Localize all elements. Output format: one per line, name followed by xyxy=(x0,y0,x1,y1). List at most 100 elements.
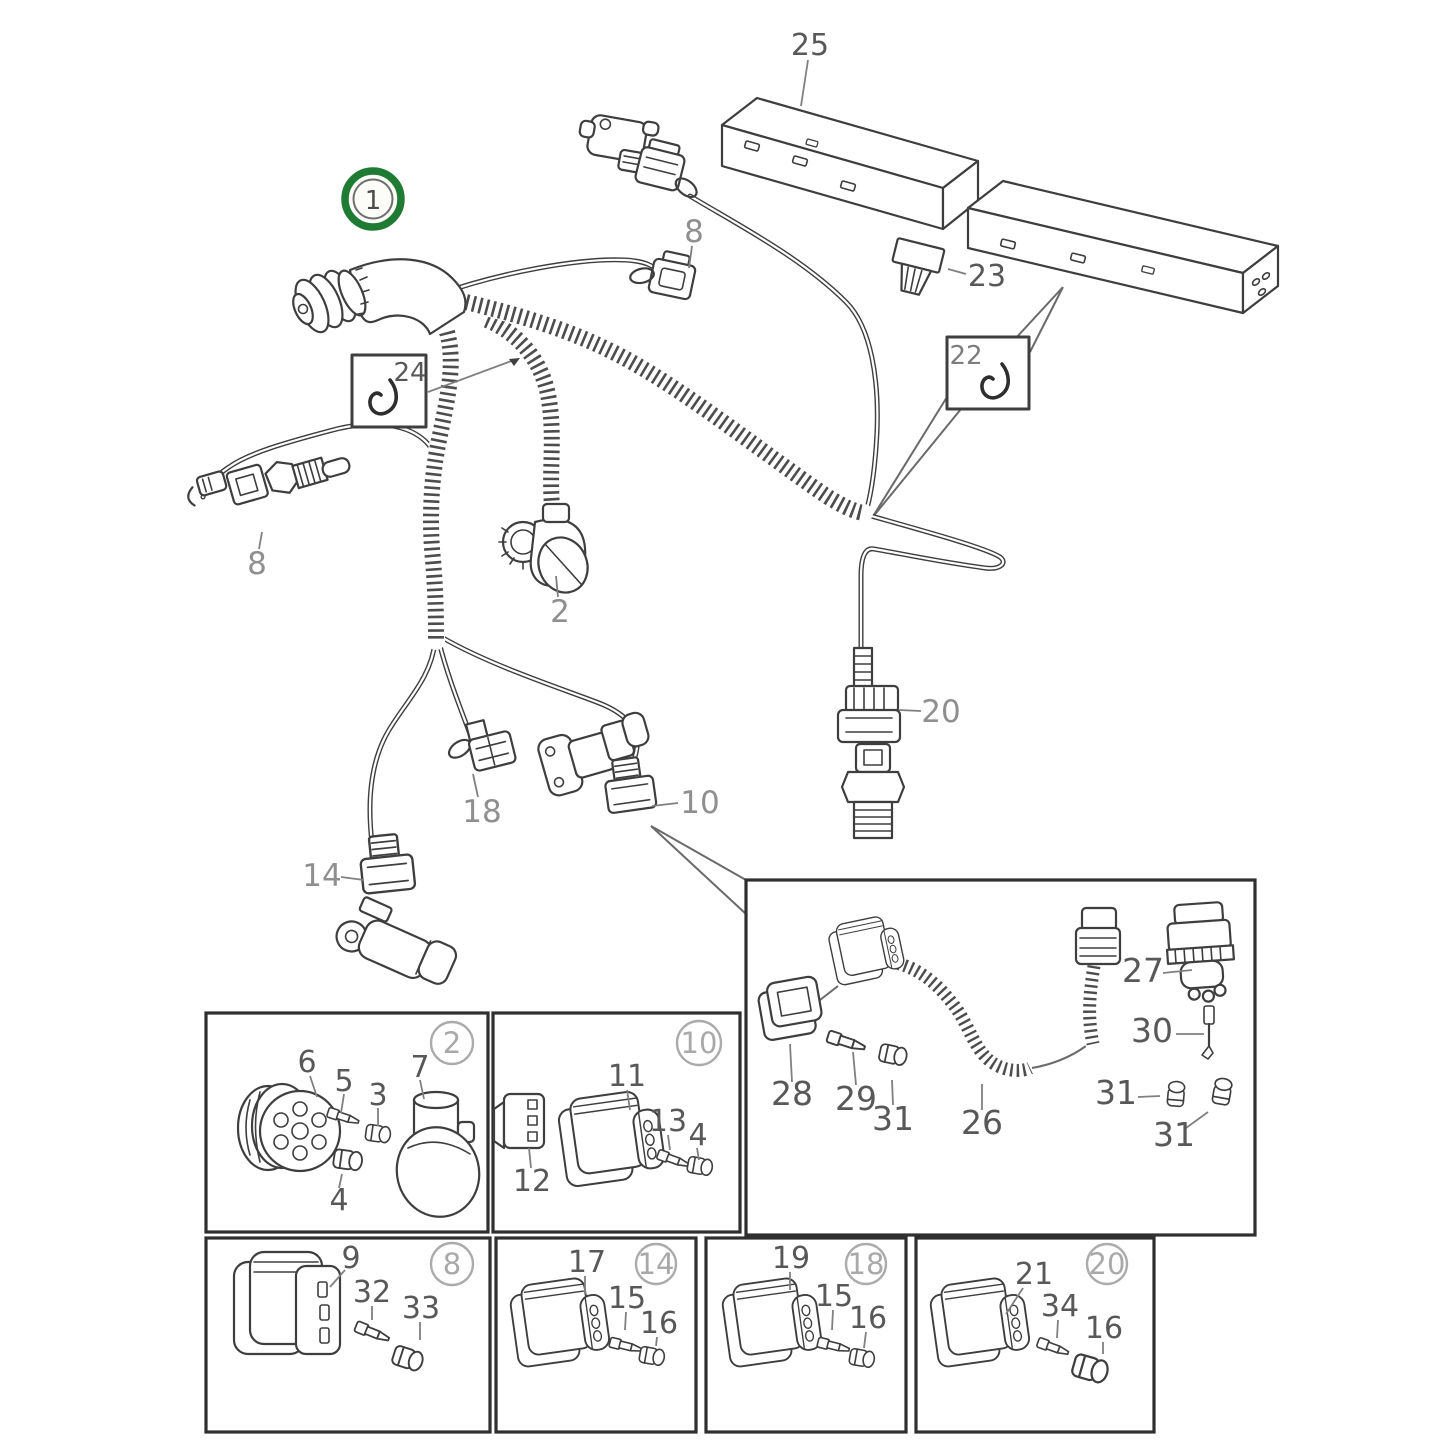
part-label-6: 6 xyxy=(297,1045,316,1080)
part-29-pin xyxy=(825,1029,868,1055)
part-label-31c: 31 xyxy=(1153,1115,1195,1154)
callout-25: 25 xyxy=(791,28,829,63)
part-label-33: 33 xyxy=(402,1291,440,1326)
selected-part-number: 1 xyxy=(365,186,382,216)
part-15-pin-b xyxy=(815,1336,852,1356)
part-label-27: 27 xyxy=(1122,951,1164,990)
part-31-plug-c xyxy=(1210,1076,1234,1107)
part-label-29: 29 xyxy=(835,1079,877,1118)
part-label-26: 26 xyxy=(961,1103,1003,1142)
part-label-28: 28 xyxy=(771,1074,813,1113)
part-label-11: 11 xyxy=(608,1059,646,1094)
camshaft-sensor xyxy=(537,711,650,797)
temp-sensor-left-8 xyxy=(187,456,351,507)
part-34-pin xyxy=(1035,1336,1071,1359)
corrugated-conduits xyxy=(422,293,873,650)
part-label-34: 34 xyxy=(1041,1289,1079,1324)
callout-22: 22 xyxy=(949,341,982,371)
part-15-pin-a xyxy=(607,1336,644,1356)
part-28-connector-rear xyxy=(825,912,908,987)
part-label-7: 7 xyxy=(410,1050,429,1085)
part-3-plug xyxy=(364,1123,393,1145)
part-label-16c: 16 xyxy=(1085,1311,1123,1346)
part-label-32: 32 xyxy=(353,1275,391,1310)
crankshaft-sensor xyxy=(335,896,458,985)
part-label-5: 5 xyxy=(334,1064,353,1099)
inset-10-badge[interactable]: 10 xyxy=(681,1026,718,1060)
inset-box-detail-right: 28 29 31 26 27 30 31 31 xyxy=(744,878,1257,1237)
part-label-21: 21 xyxy=(1015,1257,1053,1292)
part-6-round-connector xyxy=(236,1082,342,1173)
inset-18-badge[interactable]: 18 xyxy=(848,1247,885,1281)
part-19-connector xyxy=(719,1273,825,1369)
harness-wires xyxy=(200,193,1006,846)
part-33-plug xyxy=(390,1343,426,1374)
part-9-connector xyxy=(232,1250,342,1356)
part-13-pin xyxy=(655,1148,691,1171)
part-4-plug xyxy=(331,1147,365,1172)
part-label-9: 9 xyxy=(341,1241,360,1276)
inset-14-badge[interactable]: 14 xyxy=(638,1247,675,1281)
clip-callout-box-22 xyxy=(945,335,1031,411)
callout-14: 14 xyxy=(302,858,341,894)
clip-23 xyxy=(891,237,946,296)
callout-23: 23 xyxy=(968,259,1006,294)
part-label-31a: 31 xyxy=(872,1099,914,1138)
callout-24: 24 xyxy=(393,358,426,388)
part-label-30: 30 xyxy=(1131,1011,1173,1050)
part-31-plug-a xyxy=(877,1042,910,1068)
inset-20-badge[interactable]: 20 xyxy=(1089,1247,1126,1281)
part-16-plug-c xyxy=(1069,1352,1112,1386)
part-label-3: 3 xyxy=(368,1078,387,1113)
part-label-4: 4 xyxy=(329,1183,348,1218)
part-label-16a: 16 xyxy=(640,1306,678,1341)
callout-2: 2 xyxy=(550,594,570,630)
part-label-4b: 4 xyxy=(688,1118,707,1153)
part-label-15a: 15 xyxy=(608,1281,646,1316)
connector-18 xyxy=(447,719,517,772)
clip-callout-box-24 xyxy=(350,353,520,429)
part-label-16b: 16 xyxy=(849,1301,887,1336)
cable-tray-25 xyxy=(720,96,1280,315)
main-callout-labels: 25 23 8 8 2 18 10 14 20 24 22 xyxy=(247,28,1006,894)
connector-20 xyxy=(836,646,902,744)
inset-box-2: 2 6 5 3 7 4 xyxy=(204,1011,490,1234)
callout-20: 20 xyxy=(921,694,960,730)
inset-box-14: 14 17 15 16 xyxy=(494,1236,698,1434)
connector-8-top xyxy=(634,138,698,199)
callout-18: 18 xyxy=(462,794,501,830)
part-27-connector xyxy=(1165,901,1235,1003)
inset-box-8: 8 9 32 33 xyxy=(204,1236,492,1434)
part-16-plug-b xyxy=(847,1347,877,1369)
callout-8-top: 8 xyxy=(684,214,704,250)
inset-box-10: 10 12 11 13 4 xyxy=(491,1011,742,1234)
part-label-12: 12 xyxy=(513,1164,551,1199)
inset-8-badge[interactable]: 8 xyxy=(443,1247,461,1281)
inset-2-badge[interactable]: 2 xyxy=(443,1026,461,1060)
connector-2 xyxy=(498,502,589,594)
connector-8-engine xyxy=(629,250,697,301)
part-31-plug-b xyxy=(1166,1080,1186,1108)
part-label-31b: 31 xyxy=(1095,1073,1137,1112)
inset-box-20: 20 21 34 16 xyxy=(914,1236,1156,1434)
part-label-13: 13 xyxy=(649,1104,687,1139)
inset-box-18: 18 19 15 16 xyxy=(704,1236,908,1434)
callout-10: 10 xyxy=(680,785,719,821)
part-16-plug-a xyxy=(637,1345,667,1367)
main-harness-connector xyxy=(292,258,467,336)
part-28-connector-front xyxy=(757,975,823,1041)
part-12-retainer xyxy=(492,1092,546,1150)
conduit-top-connector xyxy=(1074,906,1122,966)
part-7-elbow-boot xyxy=(395,1090,481,1218)
part-label-15b: 15 xyxy=(815,1279,853,1314)
selected-part-badge[interactable]: 1 xyxy=(341,167,405,231)
temp-switch-20 xyxy=(840,742,906,840)
part-30-terminal xyxy=(1201,1005,1215,1060)
connector-14 xyxy=(356,831,417,896)
part-label-19: 19 xyxy=(772,1241,810,1276)
callout-8-left: 8 xyxy=(247,546,267,582)
callout-pointer-lines xyxy=(650,286,1064,915)
part-4-plug-b xyxy=(685,1155,715,1177)
